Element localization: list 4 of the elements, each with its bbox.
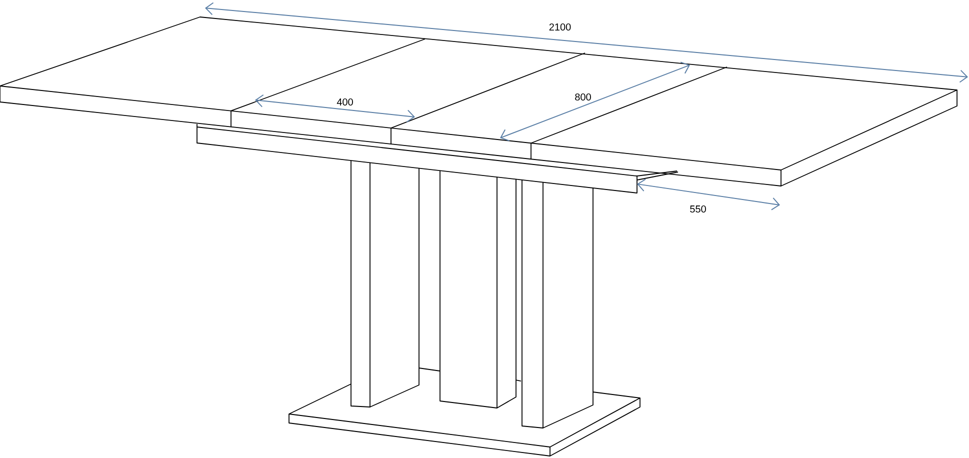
dimension-label: 550 [690, 205, 706, 213]
dimension-label: 400 [336, 98, 353, 106]
dimension-label: 2100 [549, 23, 571, 31]
dimension-label: 800 [575, 93, 591, 101]
